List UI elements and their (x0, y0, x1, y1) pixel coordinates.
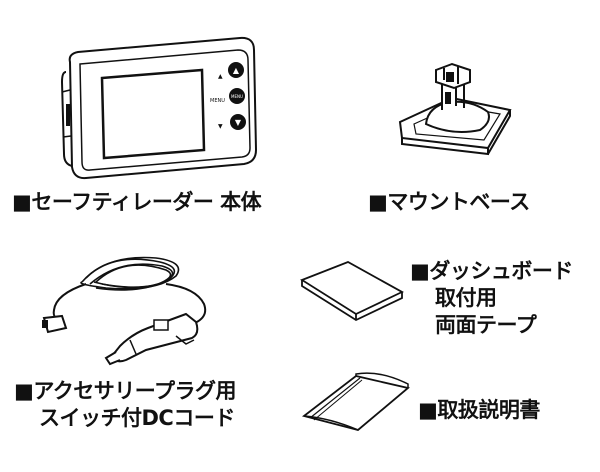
label-mount-base: ■マウントベース (368, 190, 530, 215)
label-main-unit: ■セーフティレーダー 本体 (12, 190, 262, 215)
label-manual-line-1: ■取扱説明書 (418, 398, 540, 422)
label-mount-base-line-1: ■マウントベース (368, 190, 530, 214)
label-dash-tape: ■ダッシュボード 取付用 両面テープ (410, 258, 573, 339)
label-dash-tape-line-3: 両面テープ (435, 313, 537, 337)
label-dc-cord-line-1: ■アクセサリープラグ用 (14, 379, 237, 403)
label-dash-tape-line-1: ■ダッシュボード (410, 259, 573, 283)
up-button: ▲ (228, 62, 244, 78)
dc-cord-illustration (42, 256, 207, 366)
menu-button-glyph: MENU (231, 94, 243, 99)
label-dash-tape-line-2: 取付用 (435, 286, 497, 310)
label-main-unit-line-1: ■セーフティレーダー 本体 (12, 190, 262, 214)
label-dc-cord: ■アクセサリープラグ用 スイッチ付DCコード (14, 378, 237, 432)
label-manual: ■取扱説明書 (418, 398, 540, 423)
button-label-down: ▼ (218, 123, 223, 130)
manual-illustration (301, 372, 410, 431)
down-button: ▼ (230, 114, 246, 130)
up-button-glyph: ▲ (233, 66, 240, 75)
label-dc-cord-line-2: スイッチ付DCコード (39, 406, 235, 430)
button-label-menu: MENU (210, 98, 225, 104)
dash-tape-illustration (300, 261, 404, 322)
button-label-up: ▲ (218, 73, 223, 80)
down-button-glyph: ▼ (235, 118, 242, 127)
main-unit-illustration: ▲ MENU ▼ ▲ MENU ▼ (60, 36, 258, 180)
menu-button: MENU (229, 88, 245, 104)
mount-base-illustration (398, 62, 512, 156)
